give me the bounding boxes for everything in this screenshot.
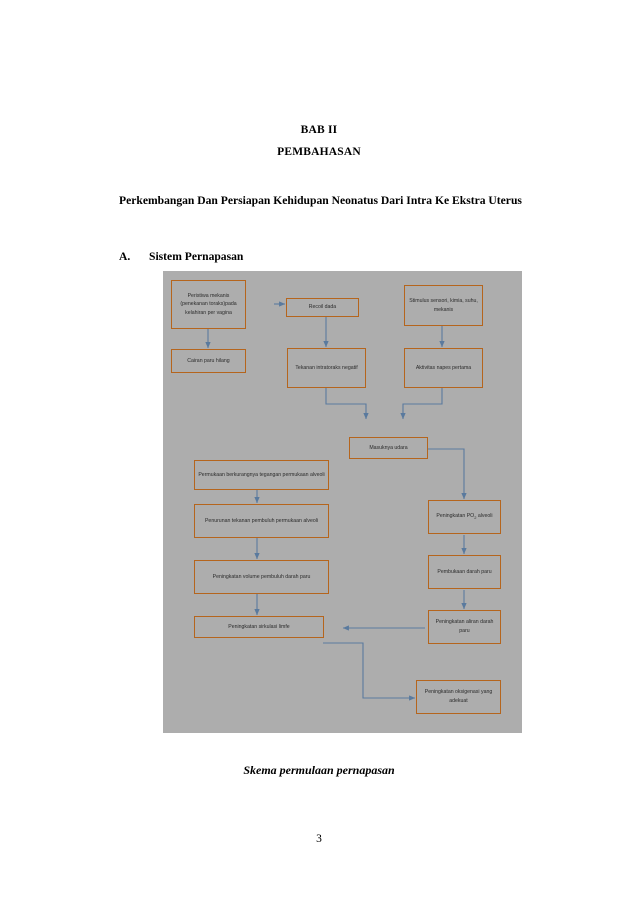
flowchart-arrows bbox=[205, 301, 467, 701]
node-tekanan-intratoraks: Tekanan intratoraks negatif bbox=[287, 348, 366, 388]
section-title: Sistem Pernapasan bbox=[149, 250, 244, 263]
chapter-title: BAB II bbox=[300, 124, 338, 136]
node-recoil-dada: Recoil dada bbox=[286, 298, 359, 317]
node-stimulus-sensori: Stimulus sensori, kimia, suhu, mekanis bbox=[404, 285, 483, 326]
section-heading-a: A. Sistem Pernapasan bbox=[119, 250, 539, 263]
node-peningkatan-po2: Peningkatan PO2 alveoli bbox=[428, 500, 501, 534]
node-peningkatan-volume: Peningkatan volume pembuluh darah paru bbox=[194, 560, 329, 594]
page-number: 3 bbox=[316, 833, 322, 845]
flowchart-figure: Peristiwa mekanis (penekanan toraks)pada… bbox=[163, 271, 522, 733]
node-peristiwa-mekanis: Peristiwa mekanis (penekanan toraks)pada… bbox=[171, 280, 246, 329]
node-peningkatan-aliran: Peningkatan aliran darah paru bbox=[428, 610, 501, 644]
node-po2-text: Peningkatan PO2 alveoli bbox=[436, 512, 493, 520]
node-pembukaan-darah-paru: Pembukaan darah paru bbox=[428, 555, 501, 589]
node-peningkatan-oksigenasi: Peningkatan oksigenasi yang adekuat bbox=[416, 680, 501, 714]
node-sirkulasi-limfe: Peningkatan sirkulasi limfe bbox=[194, 616, 324, 638]
node-penurunan-tekanan: Penurunan tekanan pembuluh permukaan alv… bbox=[194, 504, 329, 538]
node-aktivitas-napes: Aktivitas napes pertama bbox=[404, 348, 483, 388]
figure-caption: Skema permulaan pernapasan bbox=[243, 763, 395, 777]
node-masuknya-udara: Masuknya udara bbox=[349, 437, 428, 459]
node-cairan-paru-hilang: Cairan paru hilang bbox=[171, 349, 246, 373]
page-title: Perkembangan Dan Persiapan Kehidupan Neo… bbox=[119, 194, 522, 207]
section-letter: A. bbox=[119, 250, 131, 263]
node-permukaan-tegangan: Permukaan berkurangnya tegangan permukaa… bbox=[194, 460, 329, 490]
chapter-subtitle: PEMBAHASAN bbox=[277, 146, 361, 158]
